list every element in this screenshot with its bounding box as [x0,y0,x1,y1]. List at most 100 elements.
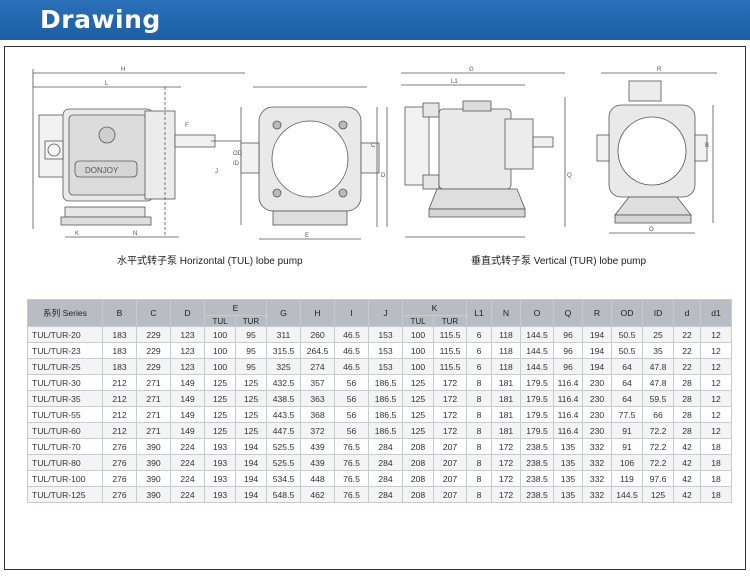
table-cell: 66 [642,406,674,423]
col-header-q: Q [553,299,583,327]
table-cell: 311 [266,326,301,343]
table-cell: 100 [402,358,434,375]
table-cell: 42 [673,438,701,455]
table-cell: 95 [235,358,267,375]
col-header-e: E [204,299,267,316]
table-cell: 125 [204,422,236,439]
series-cell: TUL/TUR-30 [27,374,103,391]
table-cell: 438.5 [266,390,301,407]
table-cell: 448 [300,470,335,487]
table-cell: 125 [204,406,236,423]
col-header-b: B [102,299,137,327]
table-cell: 28 [673,390,701,407]
table-cell: 332 [582,438,612,455]
table-cell: 525.5 [266,454,301,471]
table-cell: 72.2 [642,454,674,471]
table-cell: 47.8 [642,374,674,391]
col-header-k: K [402,299,467,316]
table-cell: 25 [642,326,674,343]
table-cell: 8 [466,422,492,439]
table-cell: 56 [334,390,369,407]
table-cell: 149 [170,422,205,439]
table-cell: 194 [235,486,267,503]
table-cell: 179.5 [520,390,554,407]
dim-label-g: G [469,67,474,73]
table-cell: 56 [334,374,369,391]
table-cell: 28 [673,422,701,439]
dim-label-j: J [215,169,218,175]
table-cell: 194 [235,470,267,487]
dimension-labels: H L K N J F OD ID G E D C B Q R L1 O [75,67,709,239]
table-cell: 76.5 [334,470,369,487]
table-cell: 125 [402,406,434,423]
table-cell: 118 [491,342,521,359]
table-cell: 194 [235,454,267,471]
table-cell: 357 [300,374,335,391]
table-cell: 64 [611,374,643,391]
col-header-n: N [491,299,521,327]
table-cell: 212 [102,406,137,423]
table-cell: 125 [402,422,434,439]
col-header-od: OD [611,299,643,327]
table-cell: 271 [136,422,171,439]
table-cell: 106 [611,454,643,471]
table-cell: 115.5 [433,342,467,359]
table-cell: 284 [368,438,403,455]
table-cell: 271 [136,374,171,391]
table-cell: 22 [673,358,701,375]
table-cell: 207 [433,470,467,487]
dim-label-k: K [75,231,79,237]
table-cell: 443.5 [266,406,301,423]
col-header-d: D [170,299,205,327]
col-header-e-tul: TUL [204,315,236,327]
table-cell: 181 [491,374,521,391]
table-cell: 212 [102,422,137,439]
table-cell: 276 [102,470,137,487]
table-cell: 96 [553,326,583,343]
table-cell: 186.5 [368,390,403,407]
vertical-pump-front-view [596,72,717,234]
table-cell: 179.5 [520,374,554,391]
dim-label-f: F [185,123,189,129]
table-cell: 186.5 [368,406,403,423]
table-cell: 363 [300,390,335,407]
table-cell: 8 [466,390,492,407]
dim-label-h: H [121,67,125,73]
table-cell: 6 [466,358,492,375]
table-cell: 229 [136,358,171,375]
table-cell: 8 [466,470,492,487]
series-cell: TUL/TUR-80 [27,454,103,471]
table-cell: 186.5 [368,422,403,439]
table-cell: 548.5 [266,486,301,503]
table-cell: 183 [102,342,137,359]
table-cell: 284 [368,470,403,487]
table-cell: 260 [300,326,335,343]
dim-label-id: ID [233,161,240,167]
table-cell: 462 [300,486,335,503]
table-cell: 181 [491,422,521,439]
dim-label-od: OD [233,151,243,157]
table-cell: 95 [235,342,267,359]
table-cell: 91 [611,438,643,455]
table-cell: 123 [170,326,205,343]
table-cell: 172 [433,374,467,391]
table-cell: 76.5 [334,438,369,455]
dim-label-e: E [305,233,309,239]
table-cell: 183 [102,326,137,343]
series-cell: TUL/TUR-35 [27,390,103,407]
table-cell: 8 [466,438,492,455]
table-cell: 212 [102,390,137,407]
table-cell: 116.4 [553,406,583,423]
table-cell: 439 [300,454,335,471]
table-cell: 12 [700,422,732,439]
table-cell: 149 [170,390,205,407]
horizontal-pump-side-view [32,69,245,238]
table-cell: 59.5 [642,390,674,407]
table-cell: 149 [170,374,205,391]
table-cell: 116.4 [553,422,583,439]
table-cell: 56 [334,406,369,423]
table-cell: 274 [300,358,335,375]
